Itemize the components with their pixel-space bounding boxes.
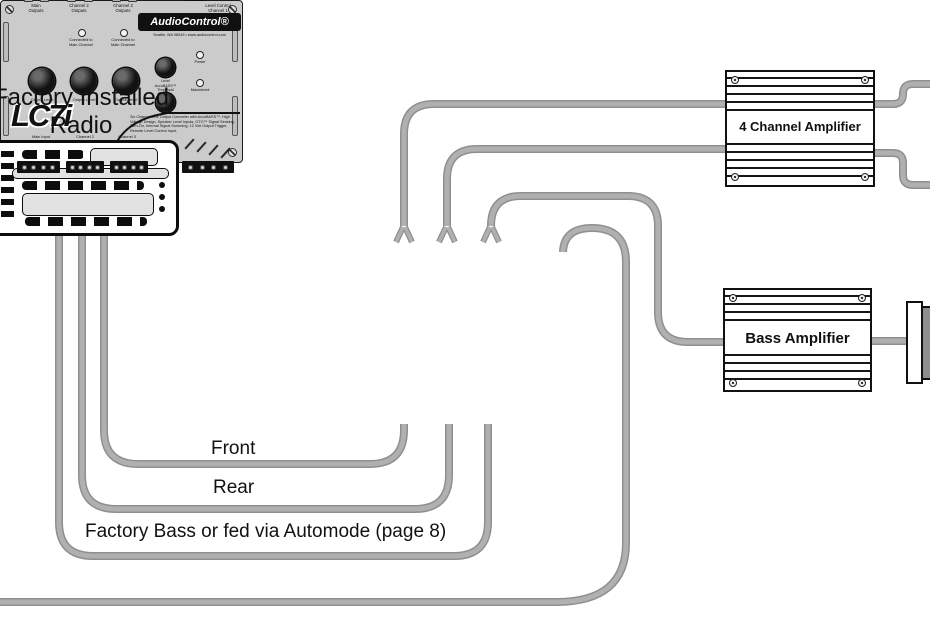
mount-slot bbox=[3, 22, 9, 62]
terminal-block-ch3 bbox=[110, 161, 148, 173]
faceplate-description: Six Channel Line Output Converter with A… bbox=[130, 115, 234, 133]
connected-led-icon bbox=[78, 29, 86, 37]
radio-title: Factory Installed Radio bbox=[0, 84, 201, 139]
wire-amp-output-bottom bbox=[871, 153, 930, 185]
heatsink-fins bbox=[725, 354, 870, 384]
four-channel-amplifier: 4 Channel Amplifier bbox=[725, 70, 875, 187]
terminal-screw bbox=[113, 164, 119, 170]
screw-icon bbox=[861, 173, 869, 181]
wire-front-speaker bbox=[104, 229, 404, 464]
radio-button-row bbox=[25, 217, 147, 226]
bass-amp-label: Bass Amplifier bbox=[745, 330, 850, 347]
output-level-knob-icon bbox=[113, 68, 139, 94]
terminal-screw bbox=[199, 164, 205, 170]
label-accubass: Level AccuBASS™ Threshold bbox=[154, 79, 177, 93]
wire-amp-output-top bbox=[871, 84, 930, 104]
radio-knob-dot bbox=[159, 182, 165, 188]
brand-tagline: Seattle, WA 98043 • www.audiocontrol.com bbox=[153, 33, 226, 37]
label-channel2-outputs: Channel 2 Outputs bbox=[69, 3, 89, 14]
factory-radio bbox=[0, 140, 179, 236]
terminal-screw bbox=[95, 164, 101, 170]
radio-title-line1: Factory Installed bbox=[0, 84, 170, 111]
terminal-screw bbox=[211, 164, 217, 170]
radio-knob-dot bbox=[159, 206, 165, 212]
label-output-level-3: Output Level bbox=[114, 97, 138, 102]
connected-led-icon bbox=[120, 29, 128, 37]
screw-icon bbox=[5, 5, 14, 14]
bass-amplifier: Bass Amplifier bbox=[723, 288, 872, 392]
radio-button-row bbox=[22, 181, 144, 190]
accubass-threshold-knob-icon bbox=[156, 93, 175, 112]
radio-display-large bbox=[22, 193, 154, 216]
terminal-block-remote bbox=[182, 161, 234, 173]
output-level-knob-icon bbox=[71, 68, 97, 94]
radio-knob-dot bbox=[159, 194, 165, 200]
rca-jack bbox=[84, 0, 93, 2]
radio-button-row bbox=[22, 150, 84, 159]
label-channel3-outputs: Channel 3 Outputs bbox=[113, 3, 133, 14]
label-maximized: Maximized bbox=[190, 87, 210, 92]
factory-bass-wire-label: Factory Bass or fed via Automode (page 8… bbox=[85, 521, 447, 542]
terminal-screw bbox=[78, 164, 84, 170]
mount-slot bbox=[232, 96, 238, 136]
terminal-screw bbox=[40, 164, 46, 170]
label-connected-2: Connected to Main Channel bbox=[110, 37, 135, 47]
label-connected-1: Connected to Main Channel bbox=[68, 37, 93, 47]
output-level-knob-icon bbox=[29, 68, 55, 94]
maximized-led-icon bbox=[196, 79, 204, 87]
audiocontrol-logo: AudioControl® bbox=[138, 13, 241, 31]
four-channel-amp-label: 4 Channel Amplifier bbox=[739, 119, 861, 134]
terminal-block-ch2 bbox=[66, 161, 104, 173]
rca-jack bbox=[112, 0, 121, 2]
screw-icon bbox=[729, 294, 737, 302]
wire-channel3-outputs bbox=[491, 196, 725, 342]
terminal-screw bbox=[50, 164, 56, 170]
lc7i-model-logo: LC7i bbox=[11, 98, 72, 133]
subwoofer-baffle bbox=[906, 301, 923, 384]
terminal-screw bbox=[86, 164, 92, 170]
screw-icon bbox=[858, 294, 866, 302]
heatsink-fins bbox=[725, 295, 870, 325]
terminal-screw bbox=[188, 164, 194, 170]
terminal-block-main bbox=[17, 161, 60, 173]
screw-icon bbox=[731, 76, 739, 84]
rear-wire-label: Rear bbox=[213, 477, 255, 498]
label-output-level-1: Output Level bbox=[30, 97, 54, 102]
level-control-connector bbox=[185, 0, 205, 1]
rca-jack bbox=[67, 0, 76, 2]
terminal-screw bbox=[31, 164, 37, 170]
rca-jack bbox=[24, 0, 33, 2]
terminal-screw bbox=[222, 164, 228, 170]
mount-slot bbox=[3, 96, 9, 136]
heatsink-fins bbox=[727, 77, 873, 114]
label-level-control: Level Control Channel 1 bbox=[205, 3, 231, 14]
wire-remote-level-control bbox=[0, 228, 626, 602]
label-main-outputs: Main Outputs bbox=[28, 3, 44, 14]
label-power: Power bbox=[194, 59, 206, 64]
screw-icon bbox=[861, 76, 869, 84]
terminal-screw bbox=[69, 164, 75, 170]
screw-icon bbox=[228, 148, 237, 157]
terminal-screw bbox=[130, 164, 136, 170]
terminal-screw bbox=[122, 164, 128, 170]
terminal-screw bbox=[21, 164, 27, 170]
heatsink-fins bbox=[727, 143, 873, 180]
screw-icon bbox=[729, 379, 737, 387]
label-output-level-2: Output Level bbox=[72, 97, 96, 102]
radio-title-line2: Radio bbox=[49, 111, 113, 139]
wire-rca-y-stubs bbox=[396, 227, 499, 242]
screw-icon bbox=[858, 379, 866, 387]
rca-jack bbox=[128, 0, 137, 2]
accubass-level-knob-icon bbox=[156, 58, 175, 77]
terminal-screw bbox=[139, 164, 145, 170]
radio-left-buttons bbox=[1, 151, 14, 221]
rca-jack bbox=[40, 0, 49, 2]
power-led-icon bbox=[196, 51, 204, 59]
screw-icon bbox=[731, 173, 739, 181]
front-wire-label: Front bbox=[211, 438, 256, 459]
